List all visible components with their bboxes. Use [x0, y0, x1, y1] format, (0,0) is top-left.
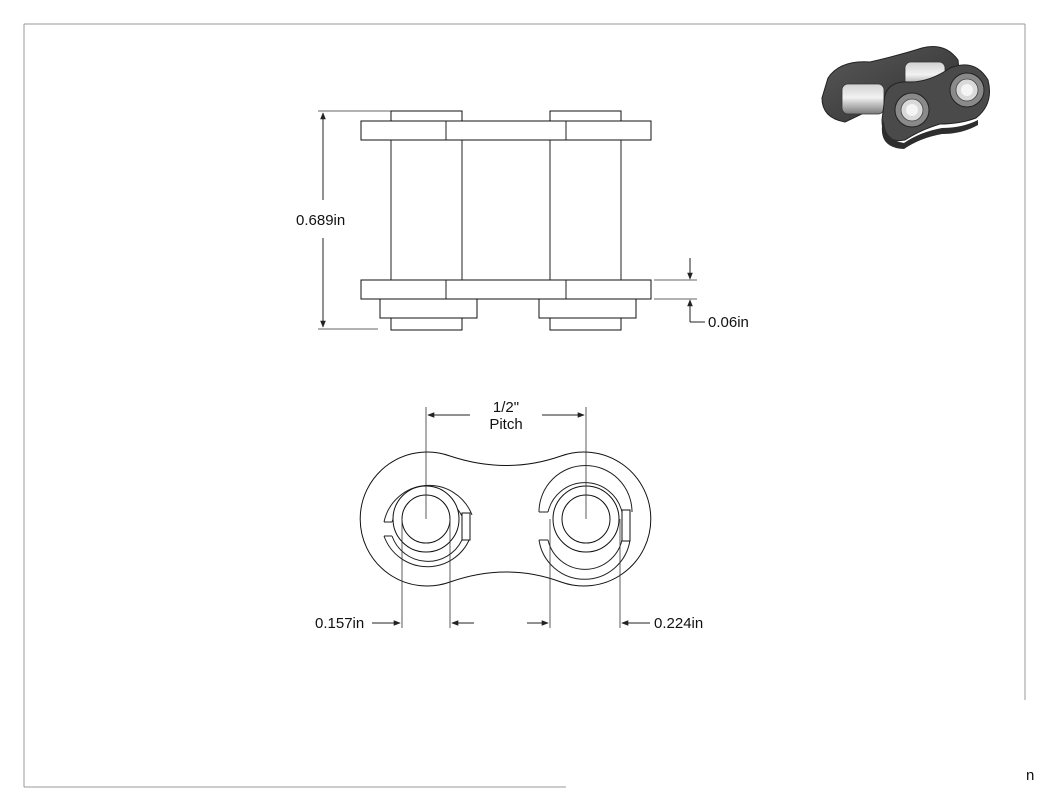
right-pin-end — [549, 317, 622, 331]
right-clip — [538, 465, 633, 580]
pitch-dimension: 1/2" Pitch — [425, 399, 587, 519]
sheet-border — [23, 23, 1026, 788]
left-pin-end — [390, 317, 463, 331]
bottom-plate — [360, 279, 652, 300]
pin-diameter-dimension: 0.157in — [315, 519, 474, 632]
top-plate — [360, 120, 652, 141]
bushing-diameter-dimension: 0.224in — [527, 519, 703, 632]
pin-diameter-label: 0.157in — [315, 615, 364, 632]
left-lower-boss — [379, 296, 478, 319]
bushing-diameter-label: 0.224in — [654, 615, 703, 632]
height-dimension: 0.689in — [296, 110, 391, 330]
plate-thickness-dimension: 0.06in — [654, 258, 749, 331]
front-view — [360, 110, 652, 331]
top-view — [359, 451, 652, 587]
corner-fragment-text: n — [1026, 767, 1034, 784]
pitch-value-label: 1/2" — [493, 399, 519, 416]
pitch-label: Pitch — [489, 416, 522, 433]
right-lower-boss — [538, 296, 637, 319]
isometric-render — [821, 46, 990, 149]
height-dim-label: 0.689in — [296, 212, 345, 229]
plate-thickness-label: 0.06in — [708, 314, 749, 331]
